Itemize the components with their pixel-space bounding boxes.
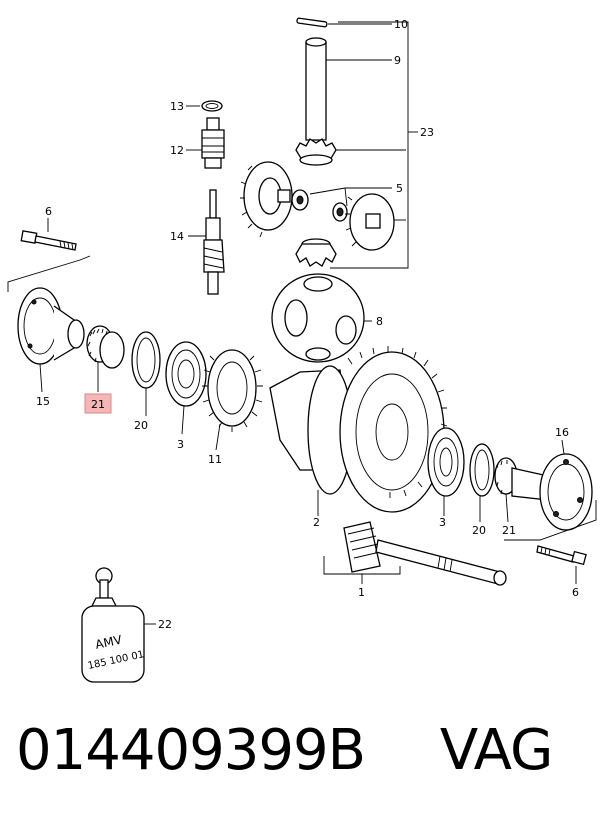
part-3-taper-bearing-left xyxy=(165,341,207,435)
callout-6-right: 6 xyxy=(572,586,579,599)
part-6-bolt-right xyxy=(536,545,587,584)
callout-1: 1 xyxy=(358,586,365,599)
brand-name: VAG xyxy=(439,718,553,783)
part-number: 014409399B xyxy=(16,718,366,783)
bracket-23 xyxy=(330,21,418,269)
part-3-taper-bearing-right xyxy=(427,427,465,516)
callout-labels: 10 9 23 5 8 13 12 14 6 15 21 20 3 11 2 3… xyxy=(36,18,579,631)
callout-11: 11 xyxy=(208,453,222,466)
callout-8: 8 xyxy=(376,315,383,328)
part-5-thrust-washers xyxy=(291,187,392,222)
side-gear-left xyxy=(240,161,293,238)
callout-3-right: 3 xyxy=(439,516,446,529)
part-13-seal-ring xyxy=(186,100,223,112)
part-12-fitting xyxy=(186,117,225,169)
callout-16: 16 xyxy=(555,426,569,439)
bottle-label-line1: AMV xyxy=(94,632,124,651)
left-assembly-bracket xyxy=(7,255,91,292)
part-number-caption: 014409399B VAG xyxy=(16,718,596,798)
part-20-circlip-right xyxy=(469,443,495,522)
part-8-differential-housing xyxy=(271,273,372,363)
callout-20-right: 20 xyxy=(472,524,486,537)
part-15-drive-flange xyxy=(17,287,85,393)
part-6-bolt-left xyxy=(20,218,77,251)
planet-gear-bottom xyxy=(295,238,337,267)
callout-14: 14 xyxy=(170,230,184,243)
callout-21-highlighted: 21 xyxy=(91,398,105,411)
side-gear-right xyxy=(345,193,406,251)
callout-15: 15 xyxy=(36,395,50,408)
planet-gear-top xyxy=(295,138,406,166)
part-2-differential-crown-wheel xyxy=(269,346,448,516)
callout-9: 9 xyxy=(394,54,401,67)
part-14-speedometer-drive xyxy=(188,189,225,295)
callout-13: 13 xyxy=(170,100,184,113)
part-11-drive-gear xyxy=(202,349,263,451)
part-1-pinion-shaft xyxy=(323,521,507,586)
part-16-drive-flange-right xyxy=(511,439,593,531)
part-10-lock-pin xyxy=(296,17,392,28)
right-assembly-bracket xyxy=(504,500,597,541)
callout-2: 2 xyxy=(313,516,320,529)
exploded-parts-diagram: 10 9 23 5 8 13 12 14 6 15 21 20 3 11 2 3… xyxy=(7,17,597,683)
part-20-circlip-left xyxy=(131,331,161,416)
callout-5: 5 xyxy=(396,182,403,195)
callout-21-right: 21 xyxy=(502,524,516,537)
callout-3-left: 3 xyxy=(177,438,184,451)
callout-22: 22 xyxy=(158,618,172,631)
callout-6-left: 6 xyxy=(45,205,52,218)
part-22-oil-bottle xyxy=(81,567,156,683)
callout-12: 12 xyxy=(170,144,184,157)
part-21-needle-bearing-left xyxy=(86,325,125,392)
part-9-differential-shaft xyxy=(305,37,392,141)
callout-21-highlight-box xyxy=(84,393,112,414)
callout-10: 10 xyxy=(394,18,408,31)
callout-23: 23 xyxy=(420,126,434,139)
callout-20-left: 20 xyxy=(134,419,148,432)
